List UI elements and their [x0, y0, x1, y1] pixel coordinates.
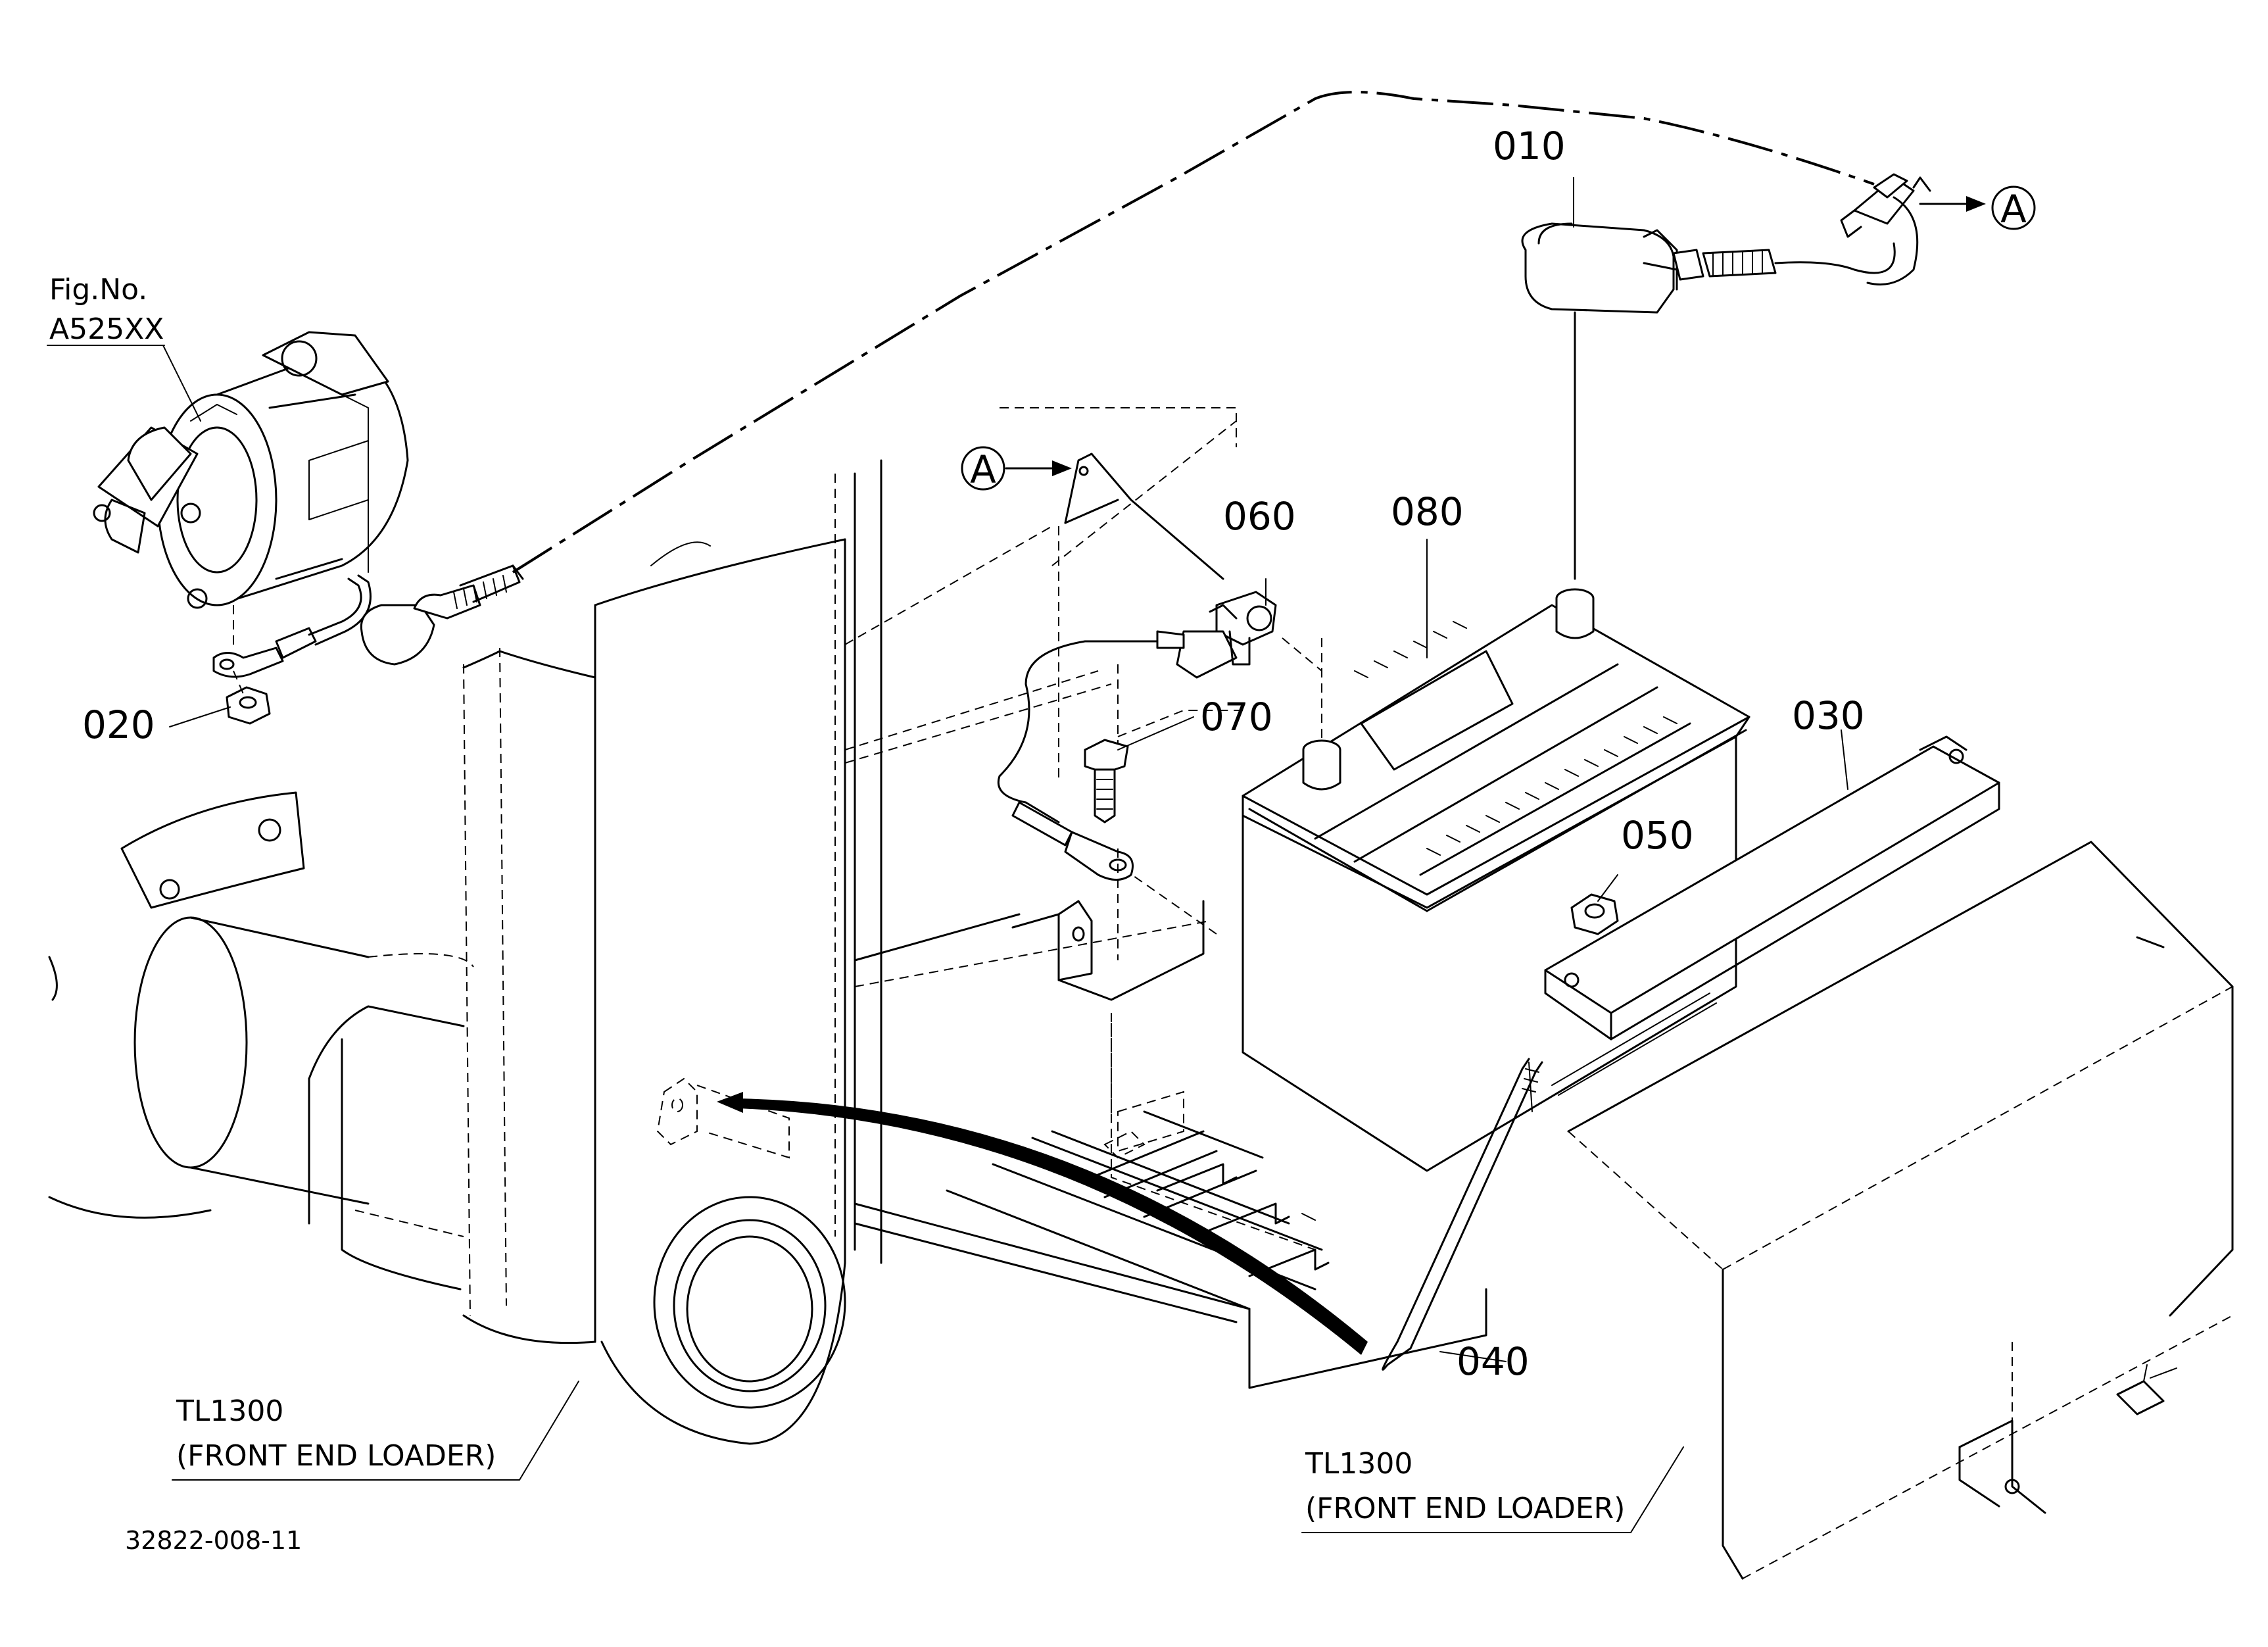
view-marker-right: A: [1991, 185, 2036, 232]
battery: [1242, 588, 1750, 1172]
cable-route-line: [512, 91, 1875, 574]
callout-050: 050: [1621, 813, 1694, 858]
note-left-line1: TL1300: [176, 1394, 283, 1428]
loader-frame: [48, 407, 1487, 1445]
callout-010: 010: [1493, 124, 1566, 168]
nut-050: [1570, 893, 1619, 935]
tray: [946, 1023, 1330, 1310]
note-right-line1: TL1300: [1305, 1447, 1412, 1481]
fig-no-label: Fig.No.: [49, 273, 147, 307]
starter-motor: [93, 331, 409, 645]
callout-020: 020: [82, 702, 155, 747]
j-bolt-rod: [1382, 1058, 1543, 1371]
callout-070: 070: [1200, 695, 1273, 739]
fig-no-value: A525XX: [49, 312, 164, 346]
negative-cable: [998, 591, 1322, 1001]
callout-040: 040: [1457, 1339, 1530, 1384]
callout-080: 080: [1391, 489, 1464, 534]
hold-down-bar: [1544, 735, 2000, 1041]
callout-060: 060: [1223, 494, 1296, 539]
leader-lines: [162, 177, 1848, 1533]
drawing-code: 32822-008-11: [125, 1526, 302, 1555]
routing-arrow: [656, 1013, 1368, 1355]
callout-030: 030: [1792, 693, 1865, 738]
view-marker-left-text: A: [970, 447, 996, 492]
positive-cable: [212, 564, 524, 725]
note-left-line2: (FRONT END LOADER): [176, 1439, 496, 1473]
view-a-bracket: [1005, 453, 1224, 783]
right-cover: [1567, 841, 2234, 1580]
note-right-line2: (FRONT END LOADER): [1305, 1492, 1625, 1525]
terminal-cover: [1521, 173, 1986, 580]
view-marker-left: A: [961, 446, 1005, 492]
view-marker-right-text: A: [2000, 187, 2027, 232]
